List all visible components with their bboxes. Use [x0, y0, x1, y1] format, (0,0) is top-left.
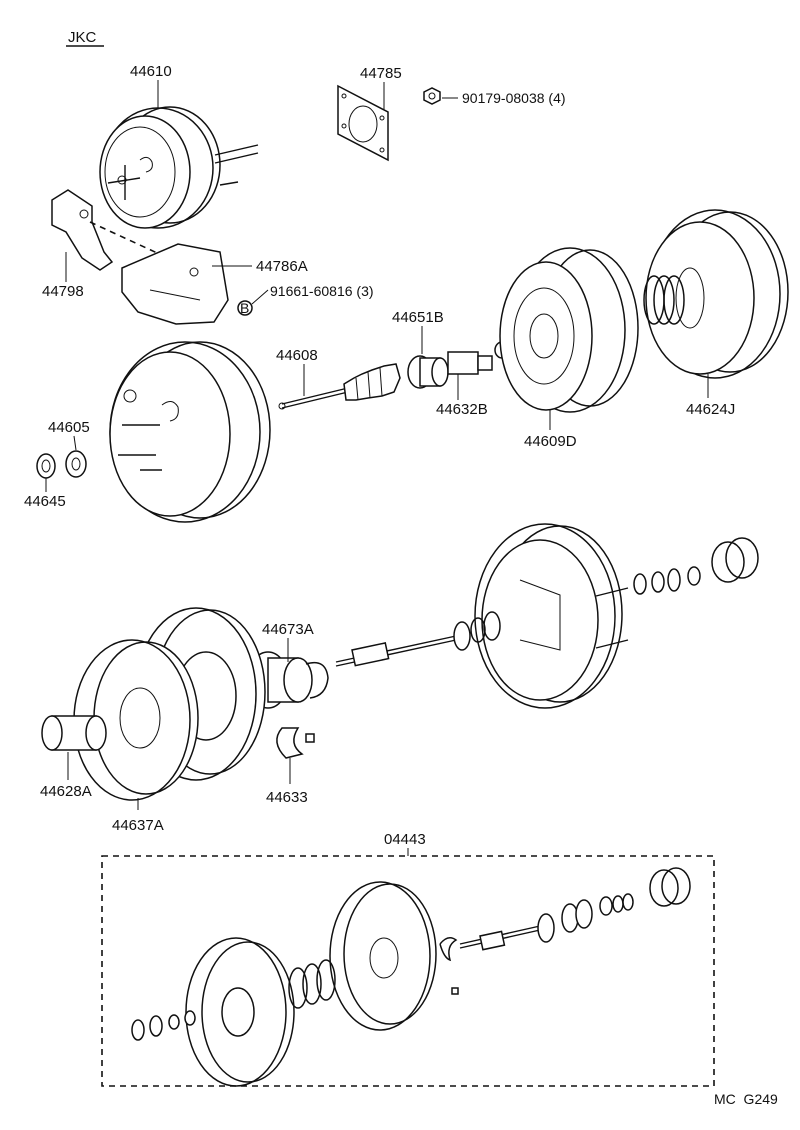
- callout-44645: 44645: [24, 493, 66, 510]
- rear-shell-44624J: [643, 209, 789, 379]
- callout-91661-60816: 91661-60816 (3): [270, 283, 374, 299]
- clip-44633: [276, 727, 315, 759]
- bracket-44798: [51, 189, 114, 271]
- figure-code: MC G249: [714, 1091, 778, 1107]
- callout-44632B: 44632B: [436, 401, 488, 418]
- reference-b-marker: [237, 300, 253, 316]
- valve-44651B: [407, 355, 449, 389]
- gasket-44785: [337, 84, 389, 162]
- seal-stack-right: [633, 537, 759, 595]
- piston-44632B: [447, 341, 510, 375]
- callout-44633: 44633: [266, 789, 308, 806]
- callout-04443: 04443: [384, 831, 426, 848]
- kit-04443-parts: [131, 867, 691, 1087]
- callout-44786A: 44786A: [256, 258, 308, 275]
- callout-44637A: 44637A: [112, 817, 164, 834]
- kit-04443-boundary: [101, 855, 715, 1087]
- pushrod-44608: [278, 363, 401, 410]
- callout-44609D: 44609D: [524, 433, 577, 450]
- rod-lower: [335, 611, 501, 667]
- callout-44608: 44608: [276, 347, 318, 364]
- bracket-44786A: [121, 243, 229, 325]
- booster-front-shell: [109, 341, 271, 523]
- callout-44785: 44785: [360, 65, 402, 82]
- rear-shell-assembly: [474, 523, 629, 709]
- diaphragm-44609D: [499, 247, 639, 413]
- callout-44605: 44605: [48, 419, 90, 436]
- booster-assembly-44610: [99, 106, 259, 229]
- model-code-label: JKC: [68, 29, 97, 46]
- nut-90179: [423, 87, 441, 105]
- callout-44798: 44798: [42, 283, 84, 300]
- retainer-44645: [36, 453, 56, 479]
- seal-44605: [65, 450, 87, 478]
- callout-44651B: 44651B: [392, 309, 444, 326]
- reference-b-letter: B: [240, 300, 249, 316]
- diaphragm-lower: [73, 607, 266, 801]
- seal-44628A: [41, 715, 107, 751]
- callout-44610: 44610: [130, 63, 172, 80]
- callout-44628A: 44628A: [40, 783, 92, 800]
- callout-44624J: 44624J: [686, 401, 735, 418]
- callout-44673A: 44673A: [262, 621, 314, 638]
- callout-90179-08038: 90179-08038 (4): [462, 90, 566, 106]
